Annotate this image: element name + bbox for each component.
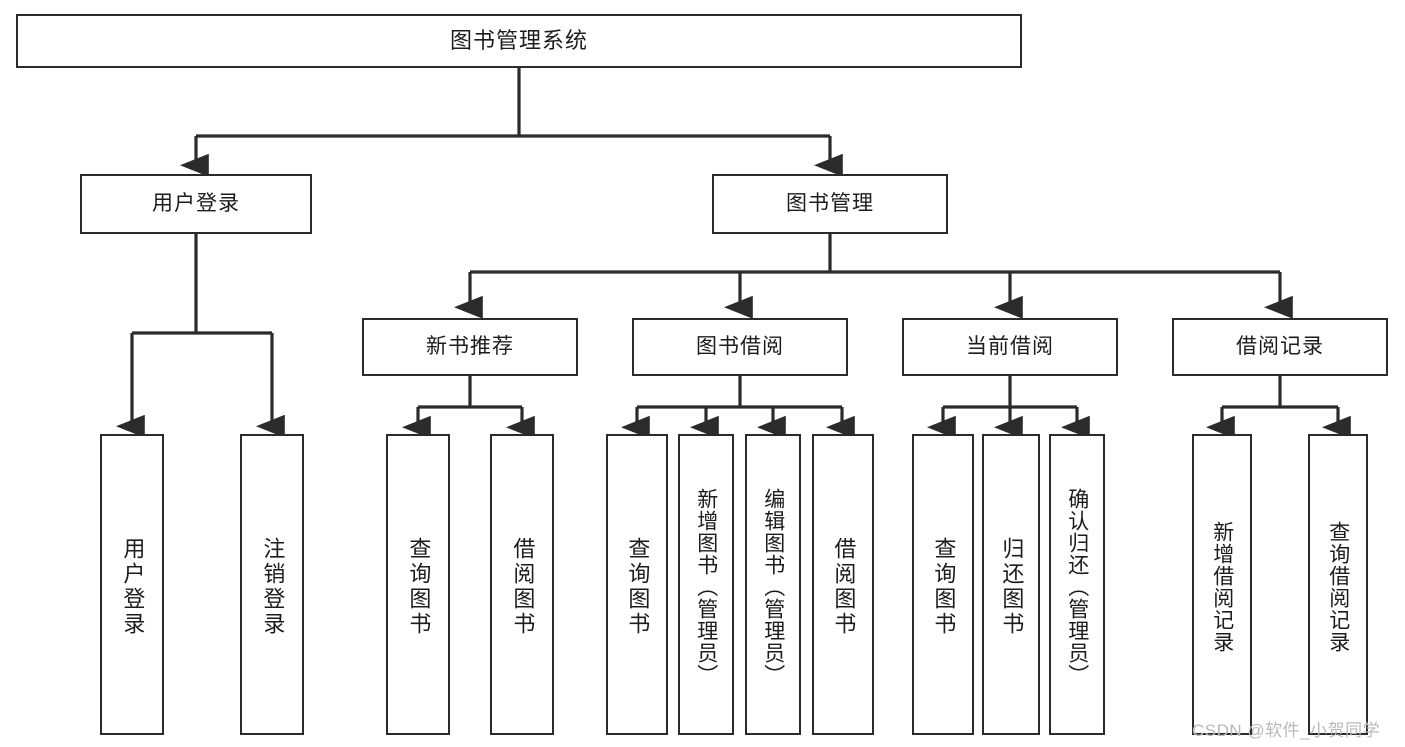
node-label: 用户登录 [152,192,240,216]
leaf-borrow-add-book-admin[interactable]: 新增图书（管理员） [678,434,734,735]
node-label: 借阅图书 [510,536,536,637]
node-label: 归还图书 [999,536,1025,637]
leaf-records-query-record[interactable]: 查询借阅记录 [1308,434,1368,735]
leaf-current-query-book[interactable]: 查询图书 [912,434,974,735]
watermark-text: CSDN @软件_小贺同学 [1192,721,1381,740]
node-label: 查询图书 [931,536,957,637]
leaf-borrow-query-book[interactable]: 查询图书 [606,434,668,735]
leaf-user-login-login[interactable]: 用户登录 [100,434,164,735]
node-current-borrow[interactable]: 当前借阅 [902,318,1118,376]
node-label: 注销登录 [260,536,286,637]
leaf-current-confirm-return-admin[interactable]: 确认归还（管理员） [1049,434,1105,735]
leaf-records-add-record[interactable]: 新增借阅记录 [1192,434,1252,735]
node-label: 用户登录 [120,536,146,637]
leaf-borrow-edit-book-admin[interactable]: 编辑图书（管理员） [745,434,801,735]
csdn-watermark: CSDN @软件_小贺同学 [1192,716,1380,741]
node-label: 借阅图书 [831,536,857,637]
node-label: 图书借阅 [696,335,784,359]
node-label: 查询图书 [406,536,432,637]
leaf-new-book-query[interactable]: 查询图书 [386,434,450,735]
node-label: 图书管理系统 [449,27,588,53]
node-book-borrow[interactable]: 图书借阅 [632,318,848,376]
node-label: 查询借阅记录 [1326,520,1350,653]
leaf-user-login-logout[interactable]: 注销登录 [240,434,304,735]
node-label: 编辑图书（管理员） [761,487,785,686]
node-borrow-records[interactable]: 借阅记录 [1172,318,1388,376]
node-new-book-recommend[interactable]: 新书推荐 [362,318,578,376]
node-label: 图书管理 [786,192,874,216]
node-root-book-management-system[interactable]: 图书管理系统 [16,14,1022,68]
node-user-login[interactable]: 用户登录 [80,174,312,234]
node-label: 确认归还（管理员） [1065,487,1089,686]
node-label: 借阅记录 [1236,335,1324,359]
node-label: 查询图书 [625,536,651,637]
leaf-current-return-book[interactable]: 归还图书 [982,434,1040,735]
node-label: 新增借阅记录 [1210,520,1234,653]
node-label: 当前借阅 [966,335,1054,359]
node-book-management[interactable]: 图书管理 [712,174,948,234]
leaf-new-book-borrow[interactable]: 借阅图书 [490,434,554,735]
node-label: 新增图书（管理员） [694,487,718,686]
leaf-borrow-borrow-book[interactable]: 借阅图书 [812,434,874,735]
node-label: 新书推荐 [426,335,514,359]
